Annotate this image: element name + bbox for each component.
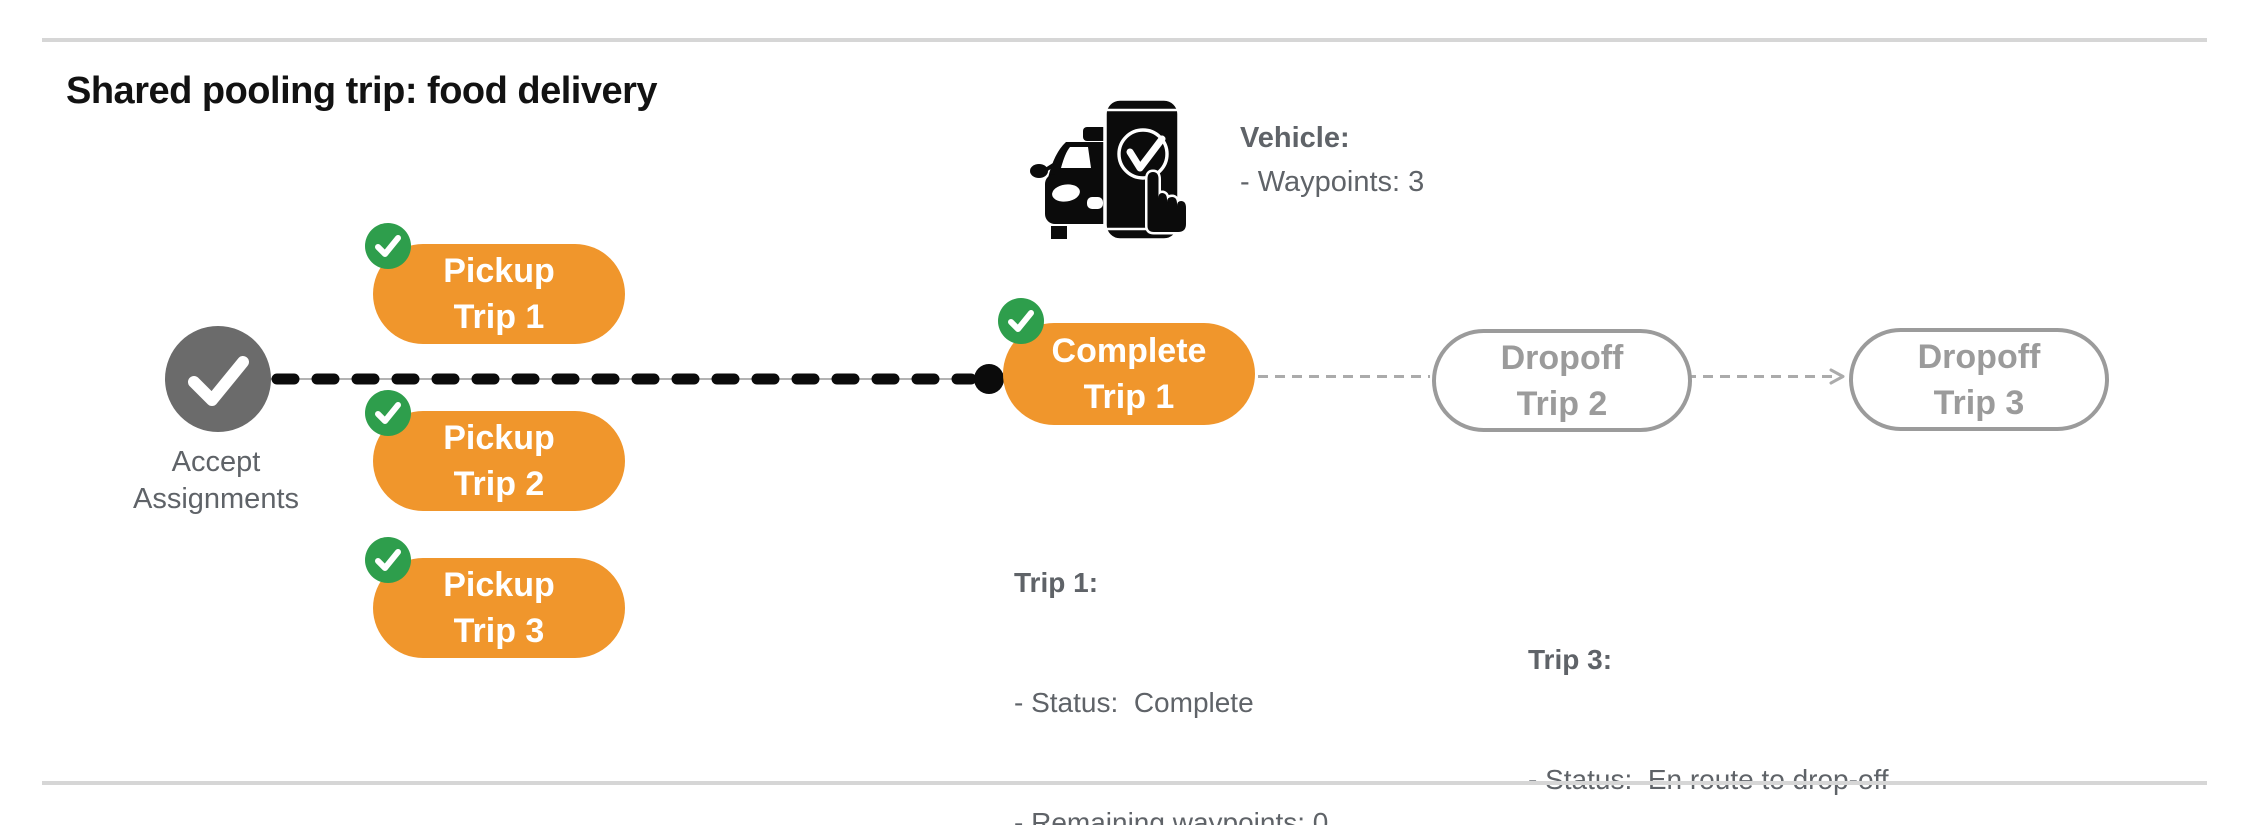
trip1-title: Trip 1: — [1014, 567, 1099, 598]
arrow-right-icon — [1829, 368, 1845, 385]
accept-assignments-label: Accept Assignments — [132, 446, 299, 515]
check-badge-icon — [998, 298, 1044, 344]
current-position-dot — [974, 364, 1004, 394]
status-block-trips-1-2: Trip 1: - Status: Complete - Remaining w… — [1014, 483, 1375, 825]
vehicle-label: Vehicle: — [1240, 122, 1350, 154]
check-badge-icon — [365, 537, 411, 583]
vehicle-info: Vehicle: - Waypoints: 3 — [1240, 116, 1424, 204]
finger-tap-icon — [1145, 169, 1189, 235]
route-line-underlay — [271, 378, 977, 380]
accept-assignments-node — [165, 326, 271, 432]
connector-complete-to-dropoff2 — [1256, 368, 1432, 385]
route-dashed-line — [268, 368, 980, 390]
trip3-status: - Status: En route to drop-off — [1528, 764, 1889, 795]
bottom-divider — [42, 781, 2207, 785]
top-divider — [42, 38, 2207, 42]
connector-dropoff2-to-dropoff3 — [1684, 368, 1849, 385]
checkmark-icon — [165, 326, 271, 432]
trip1-status: - Status: Complete — [1014, 687, 1254, 718]
trip3-title: Trip 3: — [1528, 644, 1613, 675]
vehicle-waypoints: - Waypoints: 3 — [1240, 166, 1425, 198]
status-block-trip-3: Trip 3: - Status: En route to drop-off -… — [1528, 560, 1889, 825]
check-badge-icon — [365, 223, 411, 269]
page-title: Shared pooling trip: food delivery — [66, 70, 658, 112]
check-badge-icon — [365, 390, 411, 436]
trip1-waypoints: - Remaining waypoints: 0 — [1014, 807, 1329, 825]
car-phone-check-icon — [1020, 80, 1220, 255]
